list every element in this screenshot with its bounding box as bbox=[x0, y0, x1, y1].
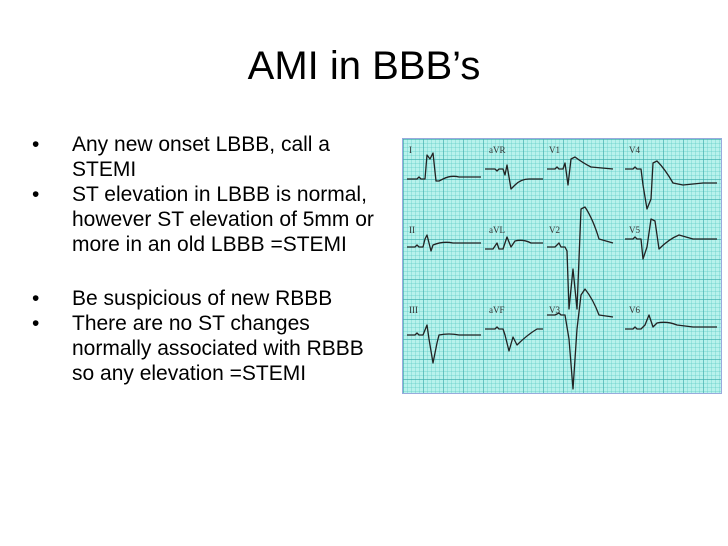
lead-label-i: I bbox=[409, 145, 412, 155]
ecg-traces: I aVR V1 V4 II aVL V2 V5 III aVF V3 V6 bbox=[407, 145, 717, 390]
bullet-item: • There are no ST changes normally assoc… bbox=[32, 311, 382, 386]
lead-label-iii: III bbox=[409, 305, 418, 315]
lead-label-avl: aVL bbox=[489, 225, 505, 235]
slide-title: AMI in BBB’s bbox=[247, 44, 481, 88]
bullet-dot: • bbox=[32, 287, 40, 310]
trace-lead-iii bbox=[407, 324, 481, 364]
bullet-dot: • bbox=[32, 312, 40, 335]
trace-lead-ii bbox=[407, 234, 481, 252]
trace-lead-v6 bbox=[625, 314, 717, 330]
trace-lead-v1 bbox=[547, 156, 614, 186]
bullet-item: • ST elevation in LBBB is normal, howeve… bbox=[32, 182, 382, 257]
lead-label-v3: V3 bbox=[549, 305, 560, 315]
trace-lead-avr bbox=[485, 164, 543, 190]
bullet-item: • Be suspicious of new RBBB bbox=[32, 286, 382, 311]
trace-lead-v3 bbox=[547, 288, 614, 390]
bullet-list: • Any new onset LBBB, call a STEMI • ST … bbox=[32, 132, 382, 386]
lead-label-avf: aVF bbox=[489, 305, 505, 315]
lead-label-v2: V2 bbox=[549, 225, 560, 235]
bullet-item: • Any new onset LBBB, call a STEMI bbox=[32, 132, 382, 182]
bullet-dot: • bbox=[32, 133, 40, 156]
bullet-text: Be suspicious of new RBBB bbox=[72, 287, 333, 310]
lead-label-ii: II bbox=[409, 225, 415, 235]
bullet-text: There are no ST changes normally associa… bbox=[72, 312, 364, 385]
trace-lead-v5 bbox=[625, 218, 717, 260]
lead-label-avr: aVR bbox=[489, 145, 506, 155]
lead-label-v1: V1 bbox=[549, 145, 560, 155]
bullet-text: ST elevation in LBBB is normal, however … bbox=[72, 183, 374, 256]
trace-lead-avl bbox=[485, 236, 543, 250]
ecg-strip-image: I aVR V1 V4 II aVL V2 V5 III aVF V3 V6 bbox=[402, 138, 722, 394]
lead-label-v4: V4 bbox=[629, 145, 640, 155]
bullet-text: Any new onset LBBB, call a STEMI bbox=[72, 133, 330, 181]
trace-lead-v2 bbox=[547, 206, 614, 310]
lead-label-v6: V6 bbox=[629, 305, 640, 315]
lead-label-v5: V5 bbox=[629, 225, 640, 235]
trace-lead-v4 bbox=[625, 160, 717, 210]
trace-lead-avf bbox=[485, 326, 543, 352]
trace-lead-i bbox=[407, 152, 481, 182]
bullet-dot: • bbox=[32, 183, 40, 206]
